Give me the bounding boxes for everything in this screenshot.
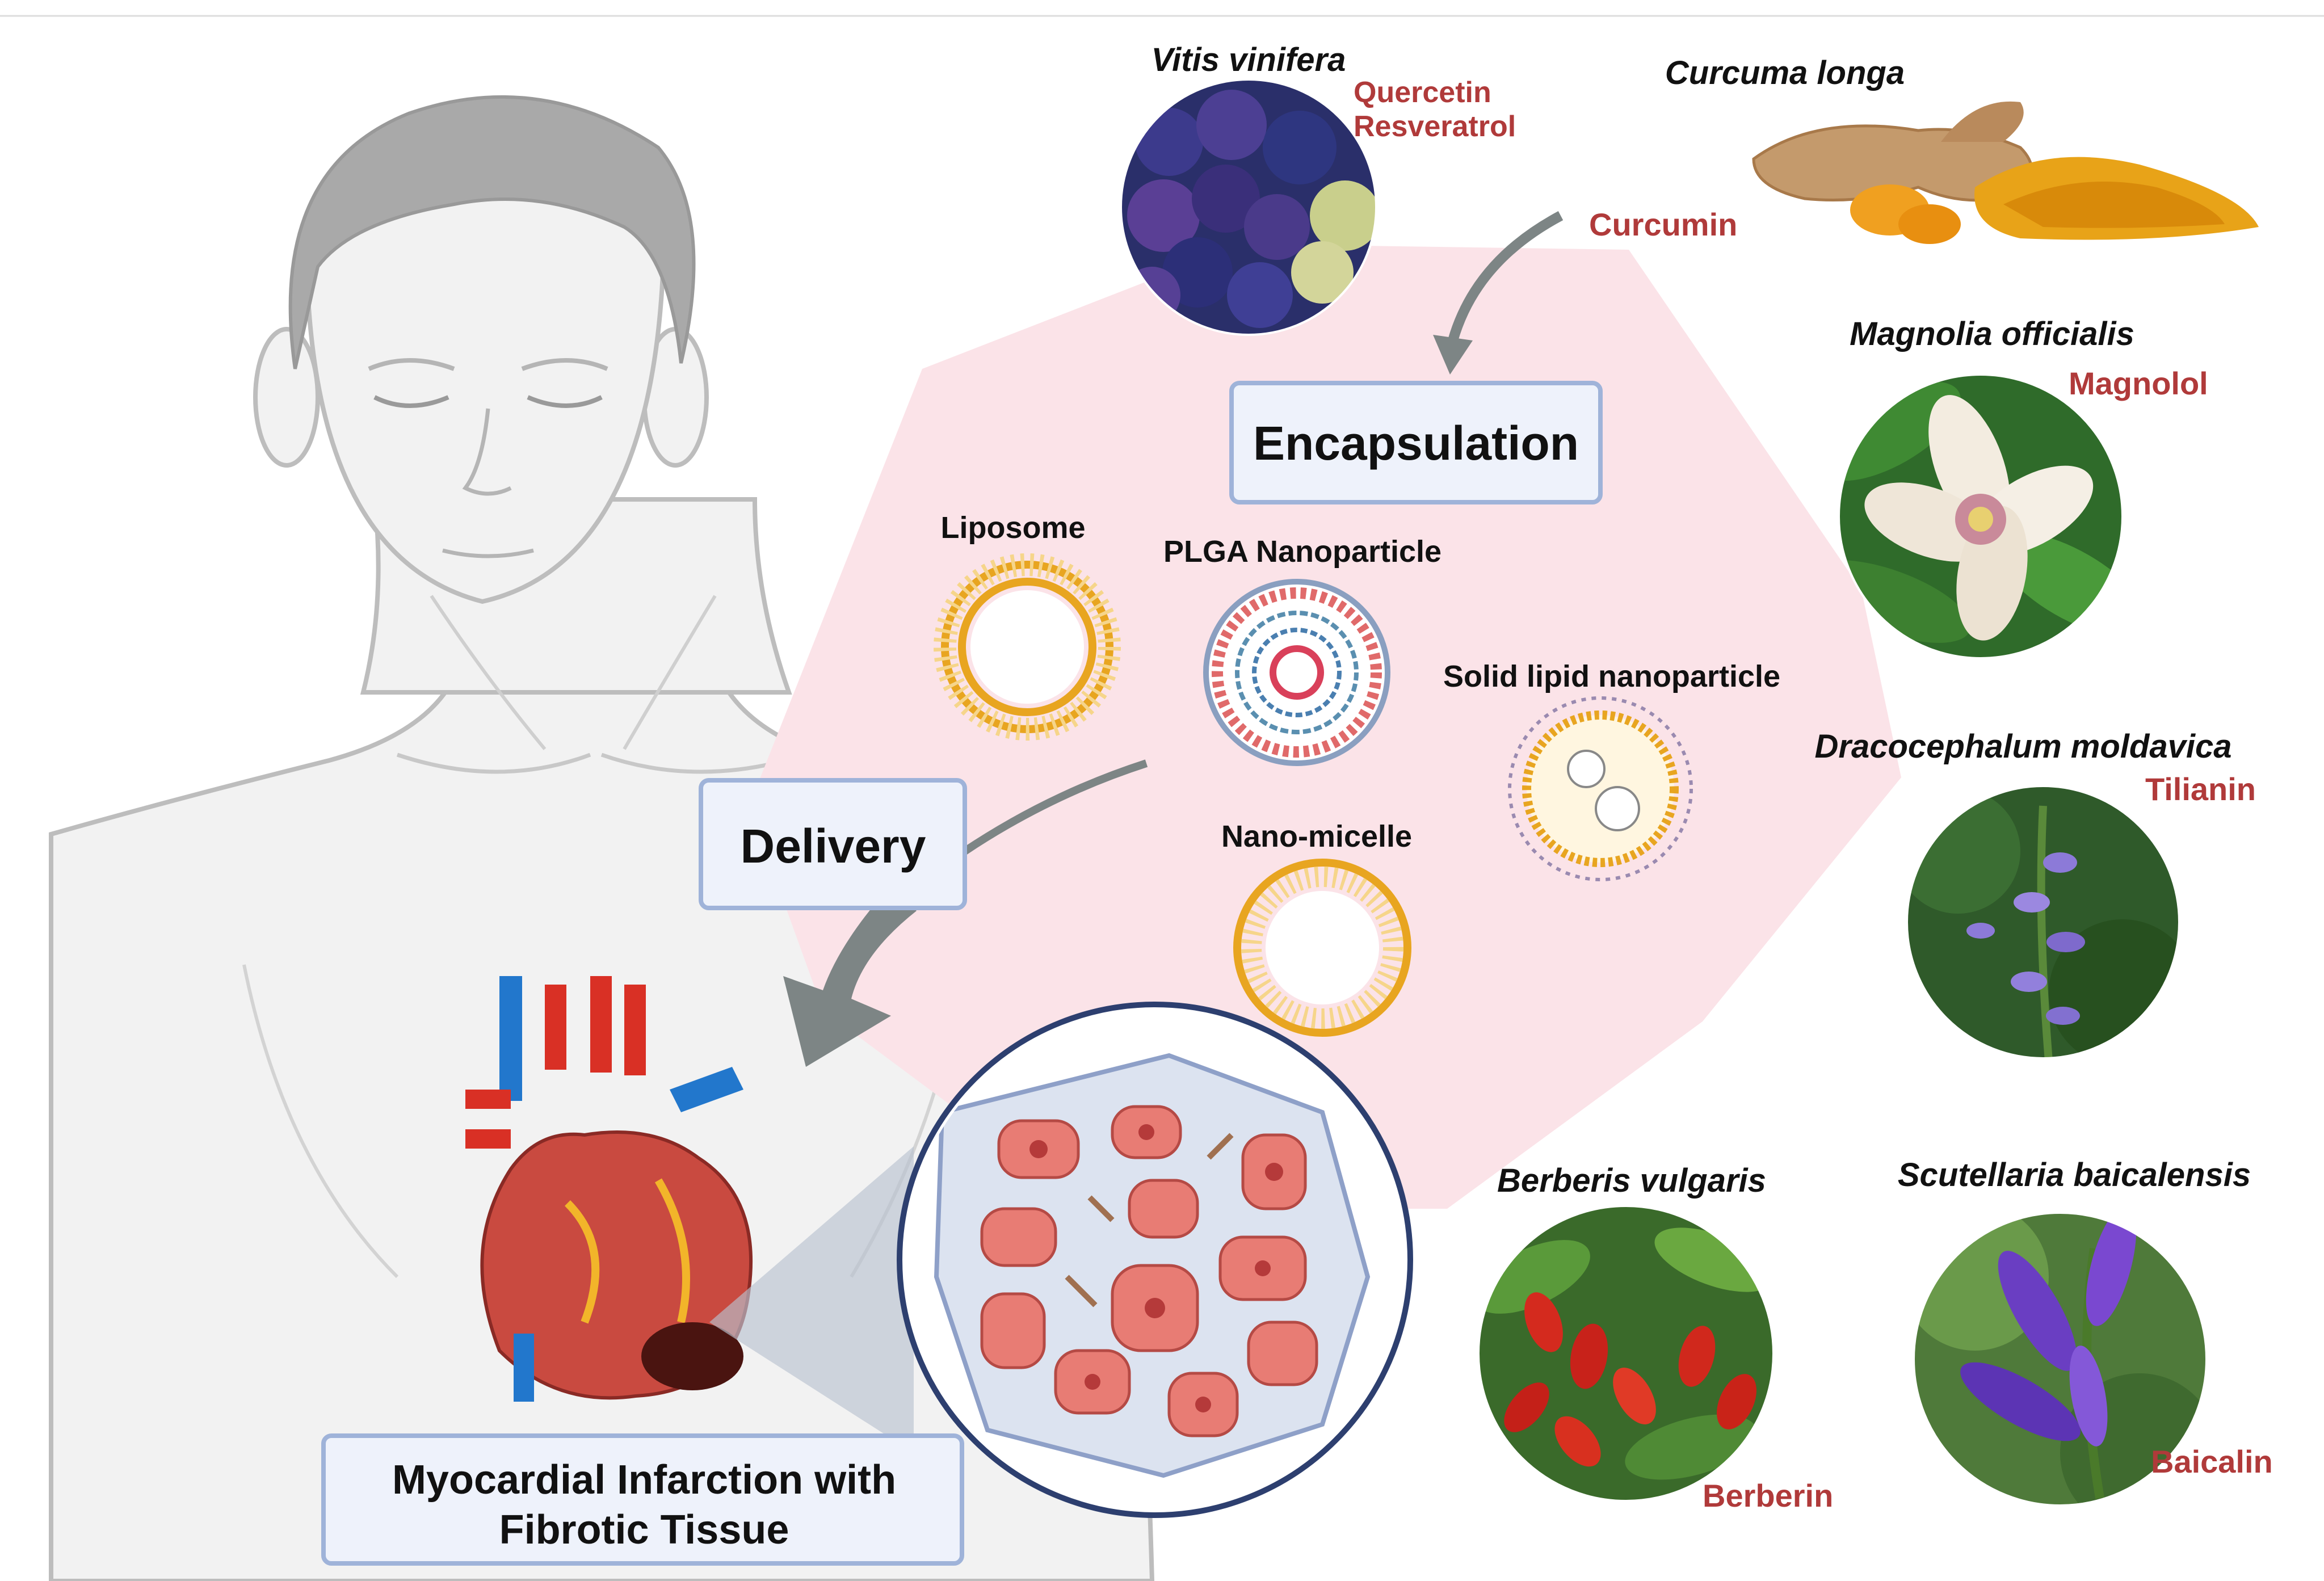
red-berries-photo xyxy=(1478,1206,1774,1501)
fibrotic-tissue-illustration xyxy=(897,1002,1413,1518)
outcome-label-line1: Myocardial Infarction with xyxy=(392,1457,896,1503)
vitis-species-label: Vitis vinifera xyxy=(1152,41,1346,78)
curcumin-arrow xyxy=(1433,211,1564,375)
nano-micelle-illustration xyxy=(1233,859,1411,1037)
delivery-arrow-down xyxy=(783,885,917,1067)
magnolia-species-label: Magnolia officialis xyxy=(1850,316,2134,352)
curcumin-label: Curcumin xyxy=(1589,207,1737,242)
purple-flower-spike-photo xyxy=(1907,786,2179,1058)
baicalin-label: Baicalin xyxy=(2151,1444,2273,1479)
liposome-label: Liposome xyxy=(940,511,1085,545)
plga-label: PLGA Nanoparticle xyxy=(1163,535,1442,569)
resveratrol-label: Resveratrol xyxy=(1354,110,1516,143)
solid-lipid-nanoparticle-illustration xyxy=(1508,696,1693,881)
dracocephalum-species-label: Dracocephalum moldavica xyxy=(1815,728,2232,765)
liposome-illustration xyxy=(934,553,1121,741)
tilianin-label: Tilianin xyxy=(2145,771,2256,807)
outcome-label-line2: Fibrotic Tissue xyxy=(499,1507,789,1553)
magnolol-label: Magnolol xyxy=(2069,365,2208,401)
micelle-label: Nano-micelle xyxy=(1221,819,1412,853)
delivery-label: Delivery xyxy=(741,819,926,873)
scutellaria-species-label: Scutellaria baicalensis xyxy=(1898,1157,2251,1193)
quercetin-label: Quercetin xyxy=(1354,76,1491,109)
heart-illustration xyxy=(465,976,753,1402)
zoom-connector xyxy=(709,1146,914,1453)
curcuma-species-label: Curcuma longa xyxy=(1665,54,1905,91)
delivery-box xyxy=(699,778,967,910)
delivery-arrow-top xyxy=(963,759,1148,855)
sln-label: Solid lipid nanoparticle xyxy=(1443,659,1780,693)
encapsulation-box xyxy=(1229,381,1603,504)
berberin-label: Berberin xyxy=(1703,1478,1833,1513)
encapsulation-label: Encapsulation xyxy=(1253,417,1579,470)
berberis-species-label: Berberis vulgaris xyxy=(1497,1162,1766,1199)
skullcap-flower-photo xyxy=(1914,1213,2207,1506)
turmeric-photo xyxy=(1752,101,2259,244)
plga-nanoparticle-illustration xyxy=(1203,579,1390,766)
outcome-box xyxy=(321,1433,964,1566)
